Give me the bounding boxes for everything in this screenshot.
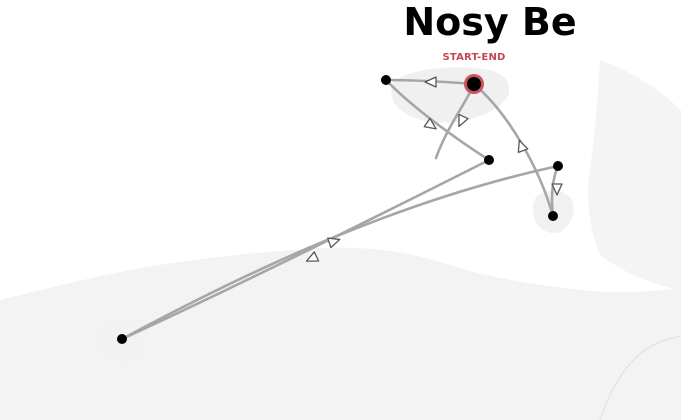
stop-marker xyxy=(381,75,391,85)
direction-arrow-icon xyxy=(458,113,469,128)
stop-marker xyxy=(553,161,563,171)
route-segment-west-to-center xyxy=(384,78,491,162)
direction-arrow-icon xyxy=(551,183,563,196)
land-area-east xyxy=(588,60,681,290)
direction-arrow-icon xyxy=(424,76,437,88)
direction-arrow-icon xyxy=(327,237,341,249)
direction-arrows xyxy=(305,76,563,262)
direction-arrow-icon xyxy=(305,251,320,262)
island-north xyxy=(391,67,510,123)
land-layer xyxy=(0,60,681,420)
stops-layer xyxy=(117,75,563,344)
start-end-label: START-END xyxy=(442,52,506,63)
stop-marker xyxy=(548,211,558,221)
coastline xyxy=(599,335,681,420)
start-end-dot xyxy=(467,77,481,91)
direction-arrow-icon xyxy=(423,117,437,130)
stop-marker xyxy=(484,155,494,165)
direction-arrow-icon xyxy=(517,139,529,153)
land-area-south xyxy=(0,247,681,420)
map-title: Nosy Be xyxy=(403,0,577,44)
route-segment-center-to-southwest xyxy=(120,158,491,341)
stop-marker xyxy=(117,334,127,344)
start-end-marker xyxy=(464,74,484,94)
